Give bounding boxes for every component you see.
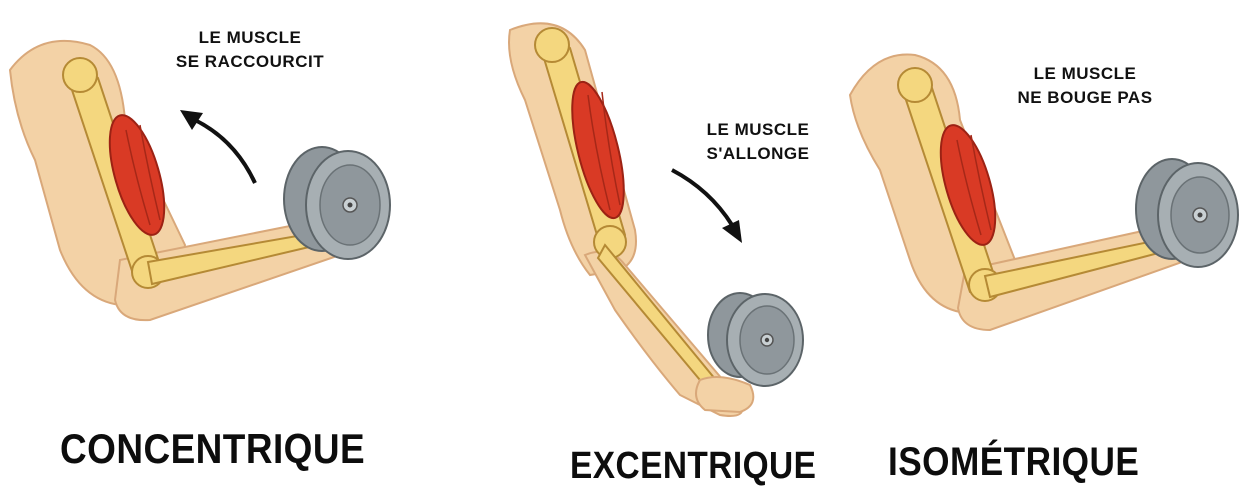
- note-line-2: S'ALLONGE: [678, 142, 838, 166]
- isometric-caption: ISOMÉTRIQUE: [888, 440, 1139, 485]
- eccentric-arm-illustration: [420, 0, 840, 420]
- eccentric-caption: EXCENTRIQUE: [570, 445, 816, 488]
- concentric-panel: LE MUSCLE SE RACCOURCIT CONCENTRIQUE: [0, 0, 420, 489]
- shoulder-joint: [898, 68, 932, 102]
- isometric-note: LE MUSCLE NE BOUGE PAS: [990, 62, 1180, 110]
- eccentric-note: LE MUSCLE S'ALLONGE: [678, 118, 838, 166]
- note-line-1: LE MUSCLE: [150, 26, 350, 50]
- shoulder-joint: [63, 58, 97, 92]
- shoulder-joint: [535, 28, 569, 62]
- up-curved-arrow: [195, 120, 255, 183]
- note-line-1: LE MUSCLE: [678, 118, 838, 142]
- eccentric-panel: LE MUSCLE S'ALLONGE EXCENTRIQUE: [420, 0, 840, 489]
- dumbbell: [708, 293, 803, 386]
- concentric-caption: CONCENTRIQUE: [60, 425, 365, 473]
- dumbbell: [1136, 159, 1238, 267]
- note-line-2: NE BOUGE PAS: [990, 86, 1180, 110]
- dumbbell: [284, 147, 390, 259]
- hand: [696, 377, 753, 412]
- note-line-2: SE RACCOURCIT: [150, 50, 350, 74]
- isometric-panel: LE MUSCLE NE BOUGE PAS ISOMÉTRIQUE: [840, 0, 1253, 489]
- note-line-1: LE MUSCLE: [990, 62, 1180, 86]
- concentric-note: LE MUSCLE SE RACCOURCIT: [150, 26, 350, 74]
- down-curved-arrow: [672, 170, 732, 225]
